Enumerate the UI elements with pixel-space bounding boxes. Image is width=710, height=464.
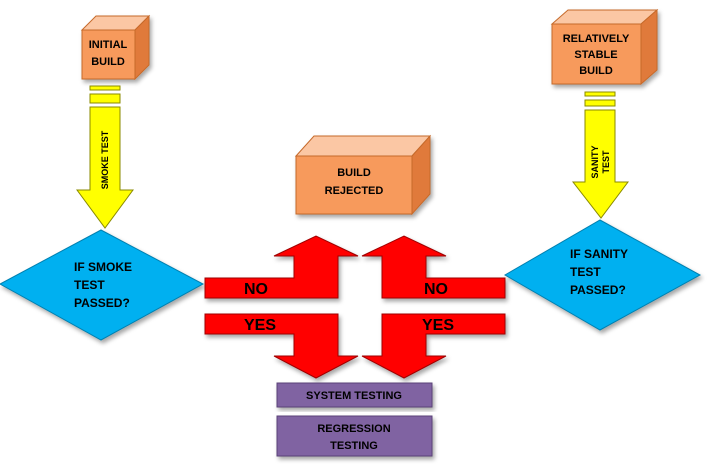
smoke-decision-diamond bbox=[0, 229, 205, 341]
sanity-test-label-1: SANITY bbox=[590, 145, 600, 178]
sanity-decision-label-1: IF SANITY bbox=[570, 247, 628, 261]
initial-build-box bbox=[80, 14, 151, 81]
no-right-label: NO bbox=[424, 281, 448, 298]
system-testing-box bbox=[276, 382, 433, 408]
smoke-decision-label-3: PASSED? bbox=[74, 296, 130, 310]
regression-testing-label-1: REGRESSION bbox=[317, 423, 390, 435]
no-left-label: NO bbox=[244, 281, 268, 298]
stable-build-label-1: RELATIVELY bbox=[563, 33, 630, 45]
stable-build-label-3: BUILD bbox=[579, 65, 613, 77]
smoke-decision-label-2: TEST bbox=[74, 278, 105, 292]
build-rejected-label-2: REJECTED bbox=[325, 185, 384, 197]
initial-build-label-1: INITIAL bbox=[89, 39, 128, 51]
no-arrow-left bbox=[204, 235, 359, 299]
smoke-test-label: SMOKE TEST bbox=[100, 130, 110, 189]
build-rejected-label-1: BUILD bbox=[337, 167, 371, 179]
no-arrow-right bbox=[361, 235, 506, 299]
system-testing-label: SYSTEM TESTING bbox=[306, 390, 402, 402]
yes-left-label: YES bbox=[244, 317, 276, 334]
yes-arrow-left bbox=[204, 313, 359, 379]
smoke-test-arrow bbox=[76, 85, 134, 229]
sanity-test-label-2: TEST bbox=[601, 150, 611, 174]
sanity-decision-label-3: PASSED? bbox=[570, 283, 626, 297]
smoke-decision-label-1: IF SMOKE bbox=[74, 260, 132, 274]
stable-build-label-2: STABLE bbox=[574, 49, 617, 61]
yes-arrow-right bbox=[361, 313, 506, 379]
sanity-test-arrow bbox=[571, 91, 629, 219]
build-rejected-box bbox=[294, 134, 432, 216]
regression-testing-box bbox=[276, 415, 433, 457]
stable-build-box bbox=[550, 8, 659, 86]
yes-right-label: YES bbox=[422, 317, 454, 334]
regression-testing-label-2: TESTING bbox=[330, 440, 378, 452]
sanity-decision-diamond bbox=[504, 219, 702, 331]
initial-build-label-2: BUILD bbox=[91, 56, 125, 68]
sanity-decision-label-2: TEST bbox=[570, 265, 601, 279]
